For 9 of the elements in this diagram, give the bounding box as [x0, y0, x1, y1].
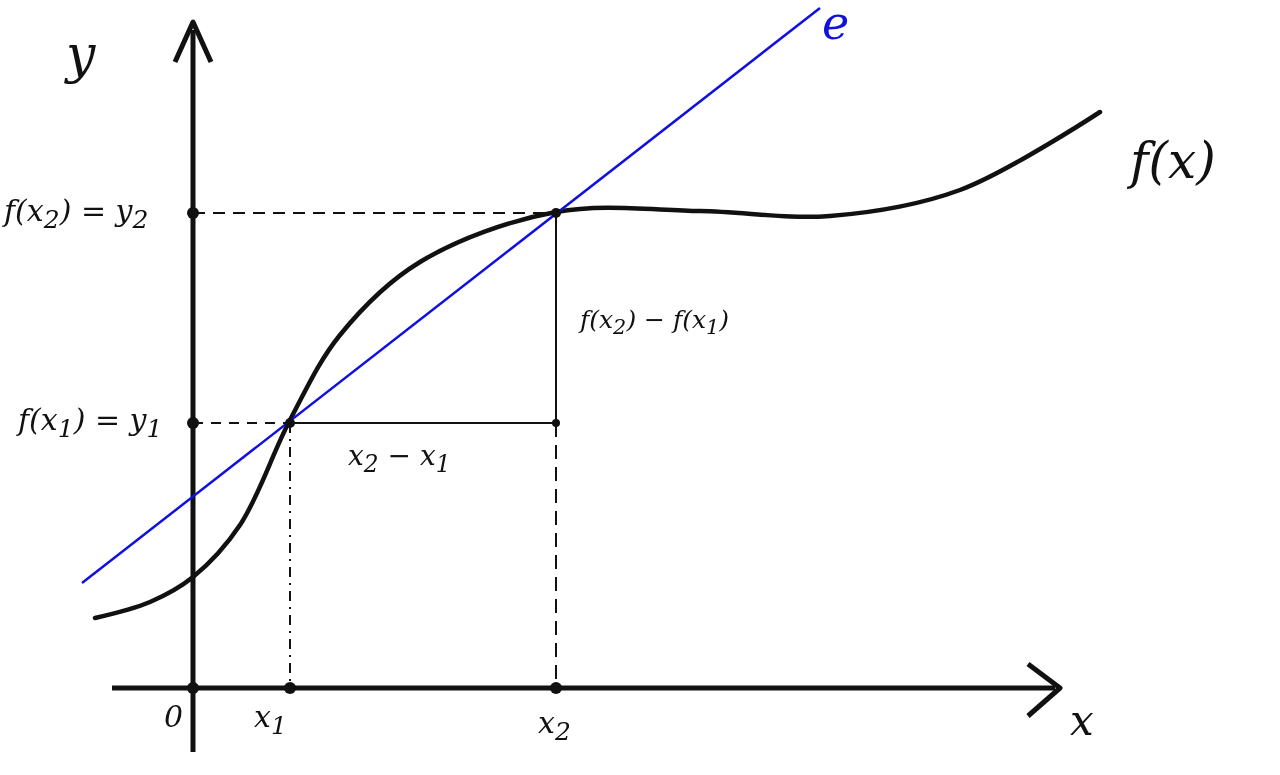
tick-label: x$_{1}$: [254, 702, 287, 738]
point-label: f(x$_{1}$) = y$_{1}$: [18, 405, 163, 441]
line-label: e: [822, 0, 850, 46]
origin-label: 0: [164, 702, 184, 732]
tick-label: x$_{2}$: [538, 708, 571, 744]
axis-label: x: [1070, 700, 1094, 742]
difference-label: x$_{2}$ − x$_{1}$: [348, 442, 451, 476]
difference-label: f(x$_{2}$) − f(x$_{1}$): [580, 307, 730, 338]
point-label: f(x$_{2}$) = y$_{2}$: [4, 196, 149, 232]
